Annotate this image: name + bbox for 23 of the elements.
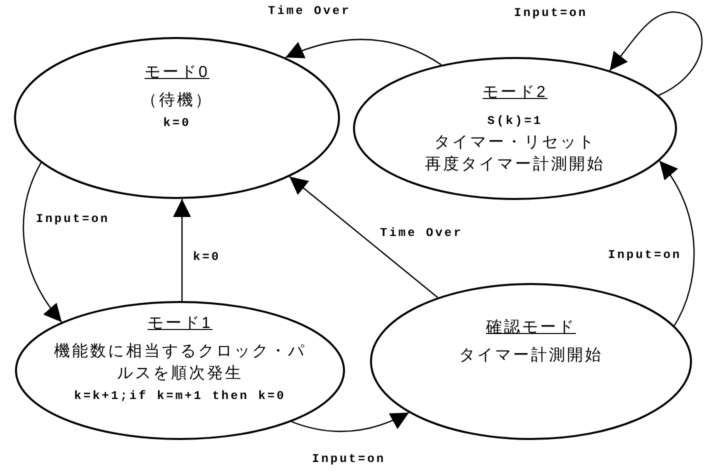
state-text: S(k)=1 xyxy=(487,112,543,130)
arrow xyxy=(22,162,62,322)
arrow xyxy=(291,412,410,432)
arrow xyxy=(173,199,191,301)
arrow xyxy=(658,160,695,326)
state-text: 機能数に相当するクロック・パルスを順次発生 xyxy=(53,342,307,384)
state-title: モード2 xyxy=(482,82,548,102)
state-text: （待機） xyxy=(141,91,213,111)
arrow xyxy=(285,38,442,66)
state-ellipse xyxy=(370,283,692,440)
state-ellipse xyxy=(353,57,677,200)
arrow xyxy=(289,176,438,298)
state-text: k=k+1;if k=m+1 then k=0 xyxy=(74,388,286,404)
state-title: モード0 xyxy=(144,63,210,83)
arrow xyxy=(609,11,702,96)
state-text: k=0 xyxy=(163,115,191,132)
state-text: タイマー・リセット xyxy=(434,132,596,152)
state-text: 再度タイマー計測開始 xyxy=(425,154,605,174)
state-title: 確認モード xyxy=(486,318,576,338)
state-title: モード1 xyxy=(148,314,212,334)
state-ellipse xyxy=(14,37,340,199)
state-ellipse xyxy=(15,301,345,440)
state-text: タイマー計測開始 xyxy=(459,346,603,366)
